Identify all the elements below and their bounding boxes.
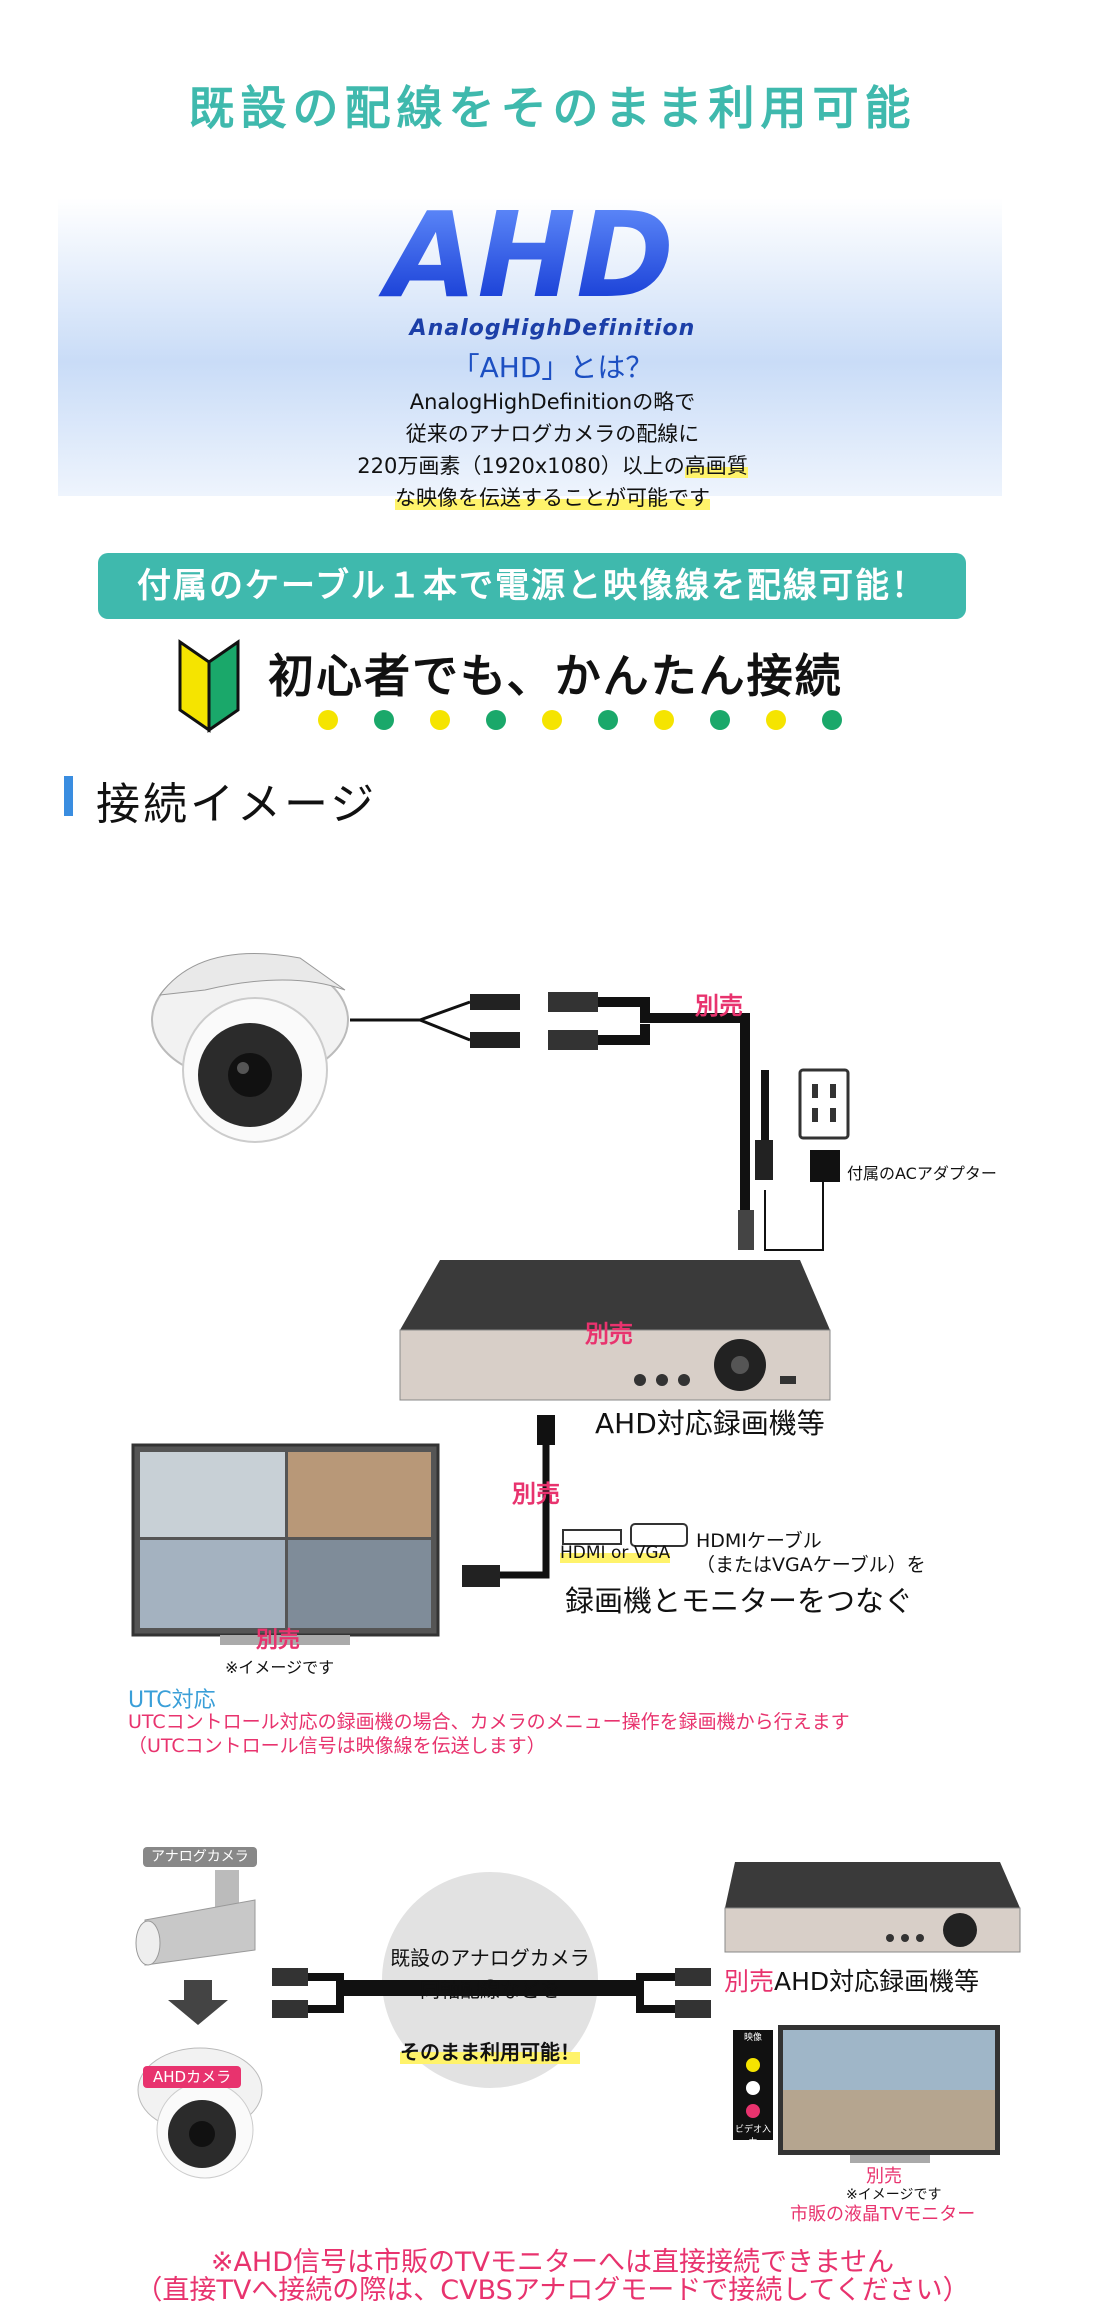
section-bar — [64, 776, 73, 816]
tv-label: 市販の液晶TVモニター — [790, 2204, 976, 2225]
ahd-line-3: 220万画素（1920x1080）以上の高画質 — [0, 450, 1105, 480]
circle-line-3-text: そのまま利用可能！ — [400, 2040, 580, 2064]
arrow-down-icon — [168, 1980, 228, 2025]
ahd-camera-tag-text: AHDカメラ — [143, 2066, 242, 2088]
ahd-question: 「AHD」とは？ — [451, 351, 654, 384]
ahd-panel — [58, 198, 1002, 496]
ahd-line-2: 従来のアナログカメラの配線に — [405, 422, 700, 446]
circle-line-1: 既設のアナログカメラの — [390, 1946, 590, 1999]
decorative-dot — [318, 710, 338, 730]
ahd-line-1: AnalogHighDefinitionの略で — [409, 390, 696, 414]
ahd-line-3a: 220万画素（1920x1080）以上の — [357, 454, 685, 478]
ahd-logo: AHD — [378, 200, 674, 302]
analog-camera-icon — [135, 1870, 256, 1966]
tv-image-note: ※イメージです — [846, 2187, 942, 2203]
hdmi-vga-tag-text: HDMI or VGA — [560, 1543, 671, 1563]
decorative-dot — [822, 710, 842, 730]
utc-line-1: UTCコントロール対応の録画機の場合、カメラのメニュー操作を録画機から行えます — [128, 1711, 850, 1733]
ac-adapter-icon — [810, 1150, 840, 1182]
recorder-icon — [399, 1260, 831, 1401]
ahd-subtitle: AnalogHighDefinition — [409, 316, 696, 341]
vga-cable-label: （またはVGAケーブル）を — [696, 1554, 926, 1576]
sold-separately-label-1: 別売 — [695, 992, 743, 1020]
decorative-dot — [654, 710, 674, 730]
circle-line-2: 同軸配線などを — [420, 1978, 560, 2002]
monitor-icon — [131, 1443, 440, 1645]
hdmi-vga-tag: HDMI or VGA — [560, 1543, 671, 1563]
ac-adapter-label: 付属のACアダプター — [847, 1164, 997, 1183]
decorative-dot — [430, 710, 450, 730]
recorder-2-icon — [724, 1862, 1021, 1953]
tv-port-label-2: ビデオ入力 — [734, 2125, 771, 2148]
circle-line-3: そのまま利用可能！ — [382, 2036, 598, 2065]
dome-camera-icon — [151, 953, 349, 1143]
tv-port-label-1: 映像 — [743, 2033, 762, 2043]
recorder-2-text: AHD対応録画機等 — [774, 1967, 980, 1996]
hdmi-cable-label: HDMIケーブル — [696, 1530, 822, 1552]
page-title: 既設の配線をそのまま利用可能 — [188, 81, 917, 135]
decorative-dot — [486, 710, 506, 730]
connection-diagram — [131, 953, 850, 1645]
section-title: 接続イメージ — [96, 779, 378, 830]
recorder-label: AHD対応録画機等 — [595, 1407, 825, 1440]
feature-banner: 付属のケーブル１本で電源と映像線を配線可能！ — [98, 553, 966, 619]
beginner-mark-icon — [178, 639, 240, 733]
analog-camera-tag-text: アナログカメラ — [143, 1847, 257, 1867]
recorder-2-label: 別売AHD対応録画機等 — [724, 1962, 979, 1998]
tv-icon — [733, 2025, 1000, 2163]
sold-separately-label-4: 別売 — [256, 1628, 301, 1653]
hdmi-port-icon — [562, 1529, 622, 1545]
decorative-dot — [374, 710, 394, 730]
ahd-logo-text: AHD — [378, 200, 674, 302]
ahd-camera-tag: AHDカメラ — [143, 2066, 242, 2088]
connect-label: 録画機とモニターをつなぐ — [565, 1584, 914, 1618]
ahd-line-4-text: な映像を伝送することが可能です — [395, 486, 710, 510]
image-note: ※イメージです — [225, 1658, 335, 1677]
utc-title: UTC対応 — [128, 1688, 216, 1713]
decorative-dot — [598, 710, 618, 730]
footer-note-2: （直接TVへ接続の際は、CVBSアナログモードで接続してください） — [135, 2275, 970, 2306]
utc-line-2: （UTCコントロール信号は映像線を伝送します） — [128, 1735, 546, 1757]
decorative-dot — [766, 710, 786, 730]
ahd-line-3b: 高画質 — [684, 454, 748, 478]
decorative-dot — [542, 710, 562, 730]
utc-body: UTCコントロール対応の録画機の場合、カメラのメニュー操作を録画機から行えます … — [128, 1710, 850, 1758]
reuse-diagram — [135, 1862, 1021, 2179]
beginner-text: 初心者でも、かんたん接続 — [268, 649, 843, 703]
tv-sold-label: 別売 — [866, 2166, 902, 2187]
analog-camera-tag: アナログカメラ — [143, 1846, 257, 1867]
sold-separately-label-3: 別売 — [512, 1480, 560, 1508]
recorder-2-sold: 別売 — [724, 1967, 775, 1996]
sold-separately-label-2: 別売 — [585, 1320, 633, 1348]
footer-note-1: ※AHD信号は市販のTVモニターへは直接接続できません — [210, 2247, 895, 2278]
ahd-line-4: な映像を伝送することが可能です — [0, 482, 1105, 512]
decorative-dot — [710, 710, 730, 730]
